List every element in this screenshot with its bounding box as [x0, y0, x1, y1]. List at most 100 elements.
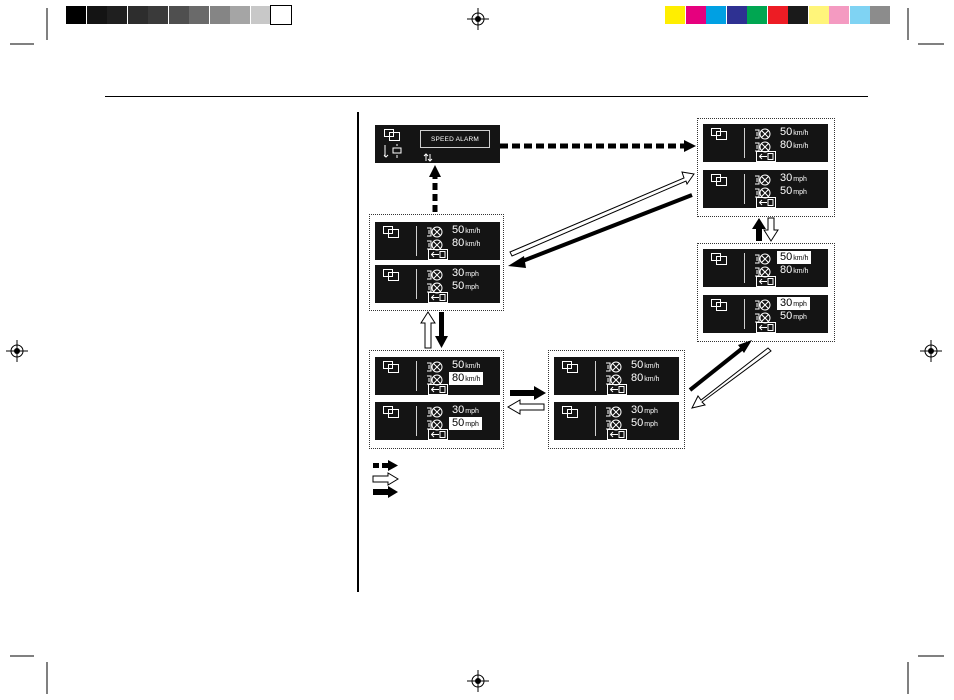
speed-alarm-icon	[605, 405, 622, 417]
speed-number: 50	[780, 185, 792, 198]
speed-alarm-icon	[605, 418, 622, 430]
speed-value: 50km/h	[777, 126, 811, 139]
back-icon	[428, 429, 448, 440]
back-icon	[607, 429, 627, 440]
speed-number: 50	[452, 280, 464, 293]
speed-alarm-icon	[426, 373, 443, 385]
back-icon	[428, 249, 448, 260]
back-icon	[607, 384, 627, 395]
outline-arrow-up	[421, 312, 435, 348]
speed-number: 50	[631, 359, 643, 372]
screen-divider	[416, 361, 417, 391]
color-swatch	[107, 6, 127, 24]
speed-alarm-icon	[754, 311, 771, 323]
speed-number: 80	[780, 264, 792, 277]
outline-arrow-down-right	[764, 218, 778, 241]
back-icon	[428, 292, 448, 303]
color-swatch	[788, 6, 808, 24]
solid-arrow-down	[435, 312, 448, 348]
color-swatch	[210, 6, 230, 24]
speed-unit: km/h	[465, 373, 480, 386]
display-mode-icon	[383, 225, 399, 237]
speed-number: 30	[631, 404, 643, 417]
speed-setting-screen: 50km/h80km/h	[703, 249, 828, 287]
back-icon	[428, 384, 448, 395]
screen-divider	[595, 361, 596, 391]
display-mode-icon	[383, 268, 399, 280]
legend-outline-arrow-icon	[373, 473, 398, 485]
speed-value: 50mph	[449, 417, 482, 430]
speed-number: 50	[631, 417, 643, 430]
color-swatch	[706, 6, 726, 24]
screen-divider	[416, 269, 417, 299]
back-icon	[756, 322, 776, 333]
display-mode-icon	[383, 360, 399, 372]
speed-alarm-icon	[426, 405, 443, 417]
speed-number: 50	[780, 310, 792, 323]
screen-divider	[744, 253, 745, 283]
speed-unit: mph	[644, 418, 658, 431]
speed-number: 50	[780, 251, 792, 264]
speed-number: 50	[780, 126, 792, 139]
screen-divider	[744, 174, 745, 204]
screen-divider	[416, 226, 417, 256]
speed-value: 50km/h	[628, 359, 662, 372]
screen-divider	[416, 406, 417, 436]
speed-value: 50km/h	[449, 359, 483, 372]
speed-alarm-icon	[754, 298, 771, 310]
speed-alarm-icon	[426, 238, 443, 250]
speed-alarm-icon	[426, 281, 443, 293]
screen-divider	[744, 128, 745, 158]
speed-number: 30	[780, 172, 792, 185]
color-swatch	[148, 6, 168, 24]
color-swatch	[251, 6, 271, 24]
screen-divider	[744, 299, 745, 329]
speed-alarm-icon	[754, 265, 771, 277]
speed-number: 30	[452, 404, 464, 417]
solid-arrow-right	[510, 386, 546, 400]
speed-value: 80km/h	[449, 372, 483, 385]
screen-divider	[595, 406, 596, 436]
dashed-arrow-up	[429, 165, 441, 212]
speed-number: 80	[452, 237, 464, 250]
solid-arrow-diagonal-down	[508, 195, 692, 268]
color-swatch	[870, 6, 890, 24]
color-swatch	[768, 6, 788, 24]
solid-arrow-diagonal-c-e	[690, 340, 752, 390]
speed-value: 50mph	[777, 185, 810, 198]
legend-dashed-arrow-icon	[373, 460, 398, 471]
speed-number: 50	[452, 224, 464, 237]
display-mode-icon	[383, 405, 399, 417]
speed-unit: mph	[793, 186, 807, 199]
speed-unit: km/h	[793, 140, 808, 153]
speed-number: 80	[631, 372, 643, 385]
speed-alarm-icon	[754, 173, 771, 185]
color-swatch	[128, 6, 148, 24]
color-swatch	[230, 6, 250, 24]
color-swatch	[189, 6, 209, 24]
display-mode-icon	[562, 360, 578, 372]
speed-value: 30mph	[449, 404, 482, 417]
color-swatch	[850, 6, 870, 24]
color-swatch	[809, 6, 829, 24]
color-swatch	[686, 6, 706, 24]
speed-number: 50	[452, 359, 464, 372]
speed-value: 30mph	[777, 297, 810, 310]
speed-number: 80	[452, 372, 464, 385]
speed-number: 80	[780, 139, 792, 152]
speed-unit: mph	[793, 311, 807, 324]
speed-alarm-icon	[754, 186, 771, 198]
back-icon	[756, 276, 776, 287]
